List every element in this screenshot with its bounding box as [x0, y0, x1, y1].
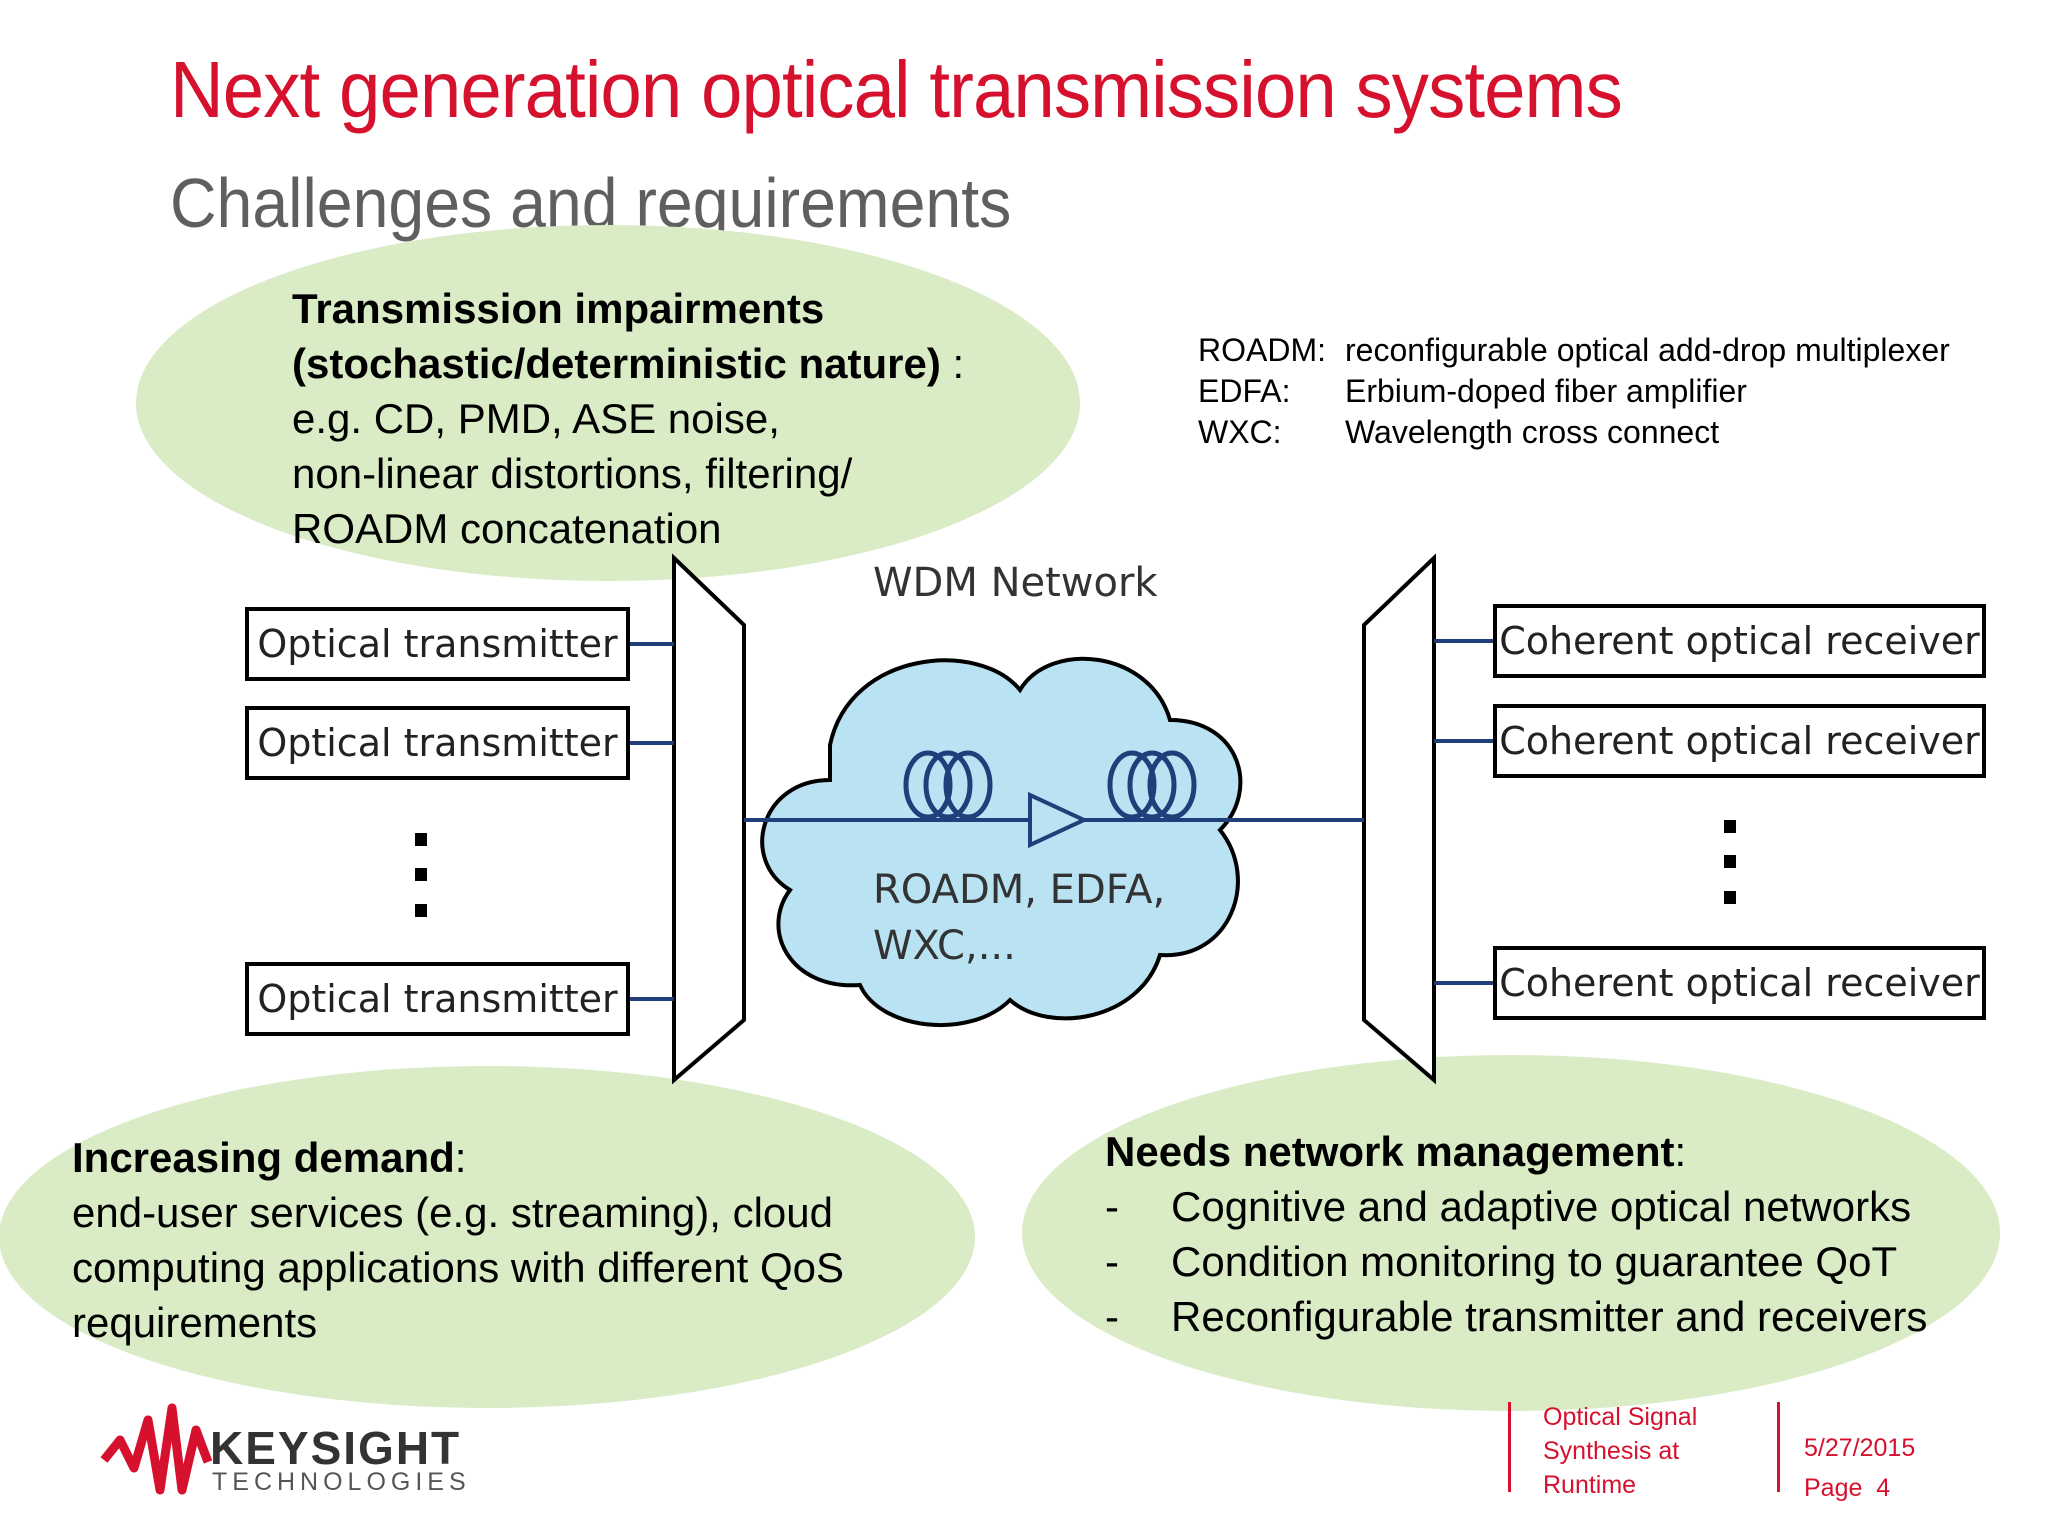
bullet-dash: - — [1105, 1183, 1119, 1230]
impairments-line: ROADM concatenation — [292, 505, 722, 552]
abbreviation-legend: ROADM: reconfigurable optical add-drop mu… — [1198, 330, 1950, 453]
fiber-coil-icon — [1107, 750, 1197, 820]
impairments-heading-1: Transmission impairments — [292, 285, 825, 332]
legend-text: reconfigurable optical add-drop multiple… — [1345, 332, 1950, 368]
footer-date: 5/27/2015 — [1804, 1434, 1916, 1462]
fiber-coil-icon — [903, 750, 993, 820]
multiplexer — [672, 553, 746, 1085]
cloud-label-line: WXC,... — [873, 923, 1016, 969]
demand-heading-suffix: : — [454, 1134, 467, 1181]
impairments-heading-suffix: : — [940, 340, 965, 387]
legend-abbr: ROADM: — [1198, 332, 1326, 368]
legend-text: Wavelength cross connect — [1345, 414, 1720, 450]
brand-logo-subtext: TECHNOLOGIES — [212, 1468, 471, 1496]
footer-meta: 5/27/2015 Page 4 — [1804, 1428, 1915, 1508]
legend-abbr: EDFA: — [1198, 373, 1291, 409]
coherent-receiver-box: Coherent optical receiver — [1493, 604, 1986, 678]
demand-line: computing applications with different Qo… — [72, 1244, 844, 1291]
management-item: Reconfigurable transmitter and receivers — [1171, 1293, 1928, 1340]
bullet-dash: - — [1105, 1293, 1119, 1340]
management-item: Condition monitoring to guarantee QoT — [1171, 1238, 1898, 1285]
demultiplexer — [1362, 553, 1436, 1085]
demand-heading: Increasing demand — [72, 1134, 455, 1181]
demand-line: requirements — [72, 1299, 318, 1346]
brand-logo-text: KEYSIGHT — [210, 1422, 462, 1474]
keysight-wave-icon — [100, 1403, 213, 1495]
legend-text: Erbium-doped fiber amplifier — [1345, 373, 1747, 409]
footer-divider — [1777, 1402, 1780, 1492]
optical-transmitter-box: Optical transmitter — [245, 706, 630, 780]
management-heading-suffix: : — [1674, 1128, 1687, 1175]
footer-doc-line: Optical Signal — [1543, 1403, 1698, 1431]
cloud-label: ROADM, EDFA, WXC,... — [873, 862, 1165, 974]
legend-abbr: WXC: — [1198, 414, 1282, 450]
wdm-network-cloud — [760, 656, 1243, 1027]
legend-row: WXC: Wavelength cross connect — [1198, 412, 1950, 453]
impairments-line: e.g. CD, PMD, ASE noise, — [292, 395, 780, 442]
demand-bubble — [0, 1066, 975, 1408]
demand-line: end-user services (e.g. streaming), clou… — [72, 1189, 833, 1236]
cloud-label-line: ROADM, EDFA, — [873, 867, 1166, 913]
coherent-receiver-box: Coherent optical receiver — [1493, 946, 1986, 1020]
footer-document-title: Optical Signal Synthesis at Runtime — [1543, 1400, 1697, 1502]
management-item: Cognitive and adaptive optical networks — [1171, 1183, 1912, 1230]
footer-doc-line: Synthesis at — [1543, 1437, 1680, 1465]
impairments-heading-2: (stochastic/deterministic nature) — [292, 340, 941, 387]
optical-transmitter-box: Optical transmitter — [245, 962, 630, 1036]
coherent-receiver-box: Coherent optical receiver — [1493, 704, 1986, 778]
wdm-network-label: WDM Network — [873, 560, 1158, 606]
impairments-line: non-linear distortions, filtering/ — [292, 450, 853, 497]
impairments-bubble — [136, 225, 1080, 581]
management-heading: Needs network management — [1105, 1128, 1675, 1175]
footer-page: Page 4 — [1804, 1474, 1891, 1502]
impairments-text: Transmission impairments (stochastic/det… — [292, 281, 964, 556]
demand-text: Increasing demand: end-user services (e.… — [72, 1130, 844, 1350]
optical-transmitter-box: Optical transmitter — [245, 607, 630, 681]
footer-doc-line: Runtime — [1543, 1471, 1637, 1499]
bullet-dash: - — [1105, 1238, 1119, 1285]
amplifier-icon — [1028, 791, 1089, 849]
management-bubble — [1022, 1055, 2000, 1411]
legend-row: ROADM: reconfigurable optical add-drop mu… — [1198, 330, 1950, 371]
legend-row: EDFA: Erbium-doped fiber amplifier — [1198, 371, 1950, 412]
management-text: Needs network management: - Cognitive and… — [1105, 1124, 1927, 1344]
footer-divider — [1508, 1402, 1511, 1492]
links — [630, 639, 1493, 1001]
slide-title: Next generation optical transmission sys… — [170, 45, 1623, 134]
